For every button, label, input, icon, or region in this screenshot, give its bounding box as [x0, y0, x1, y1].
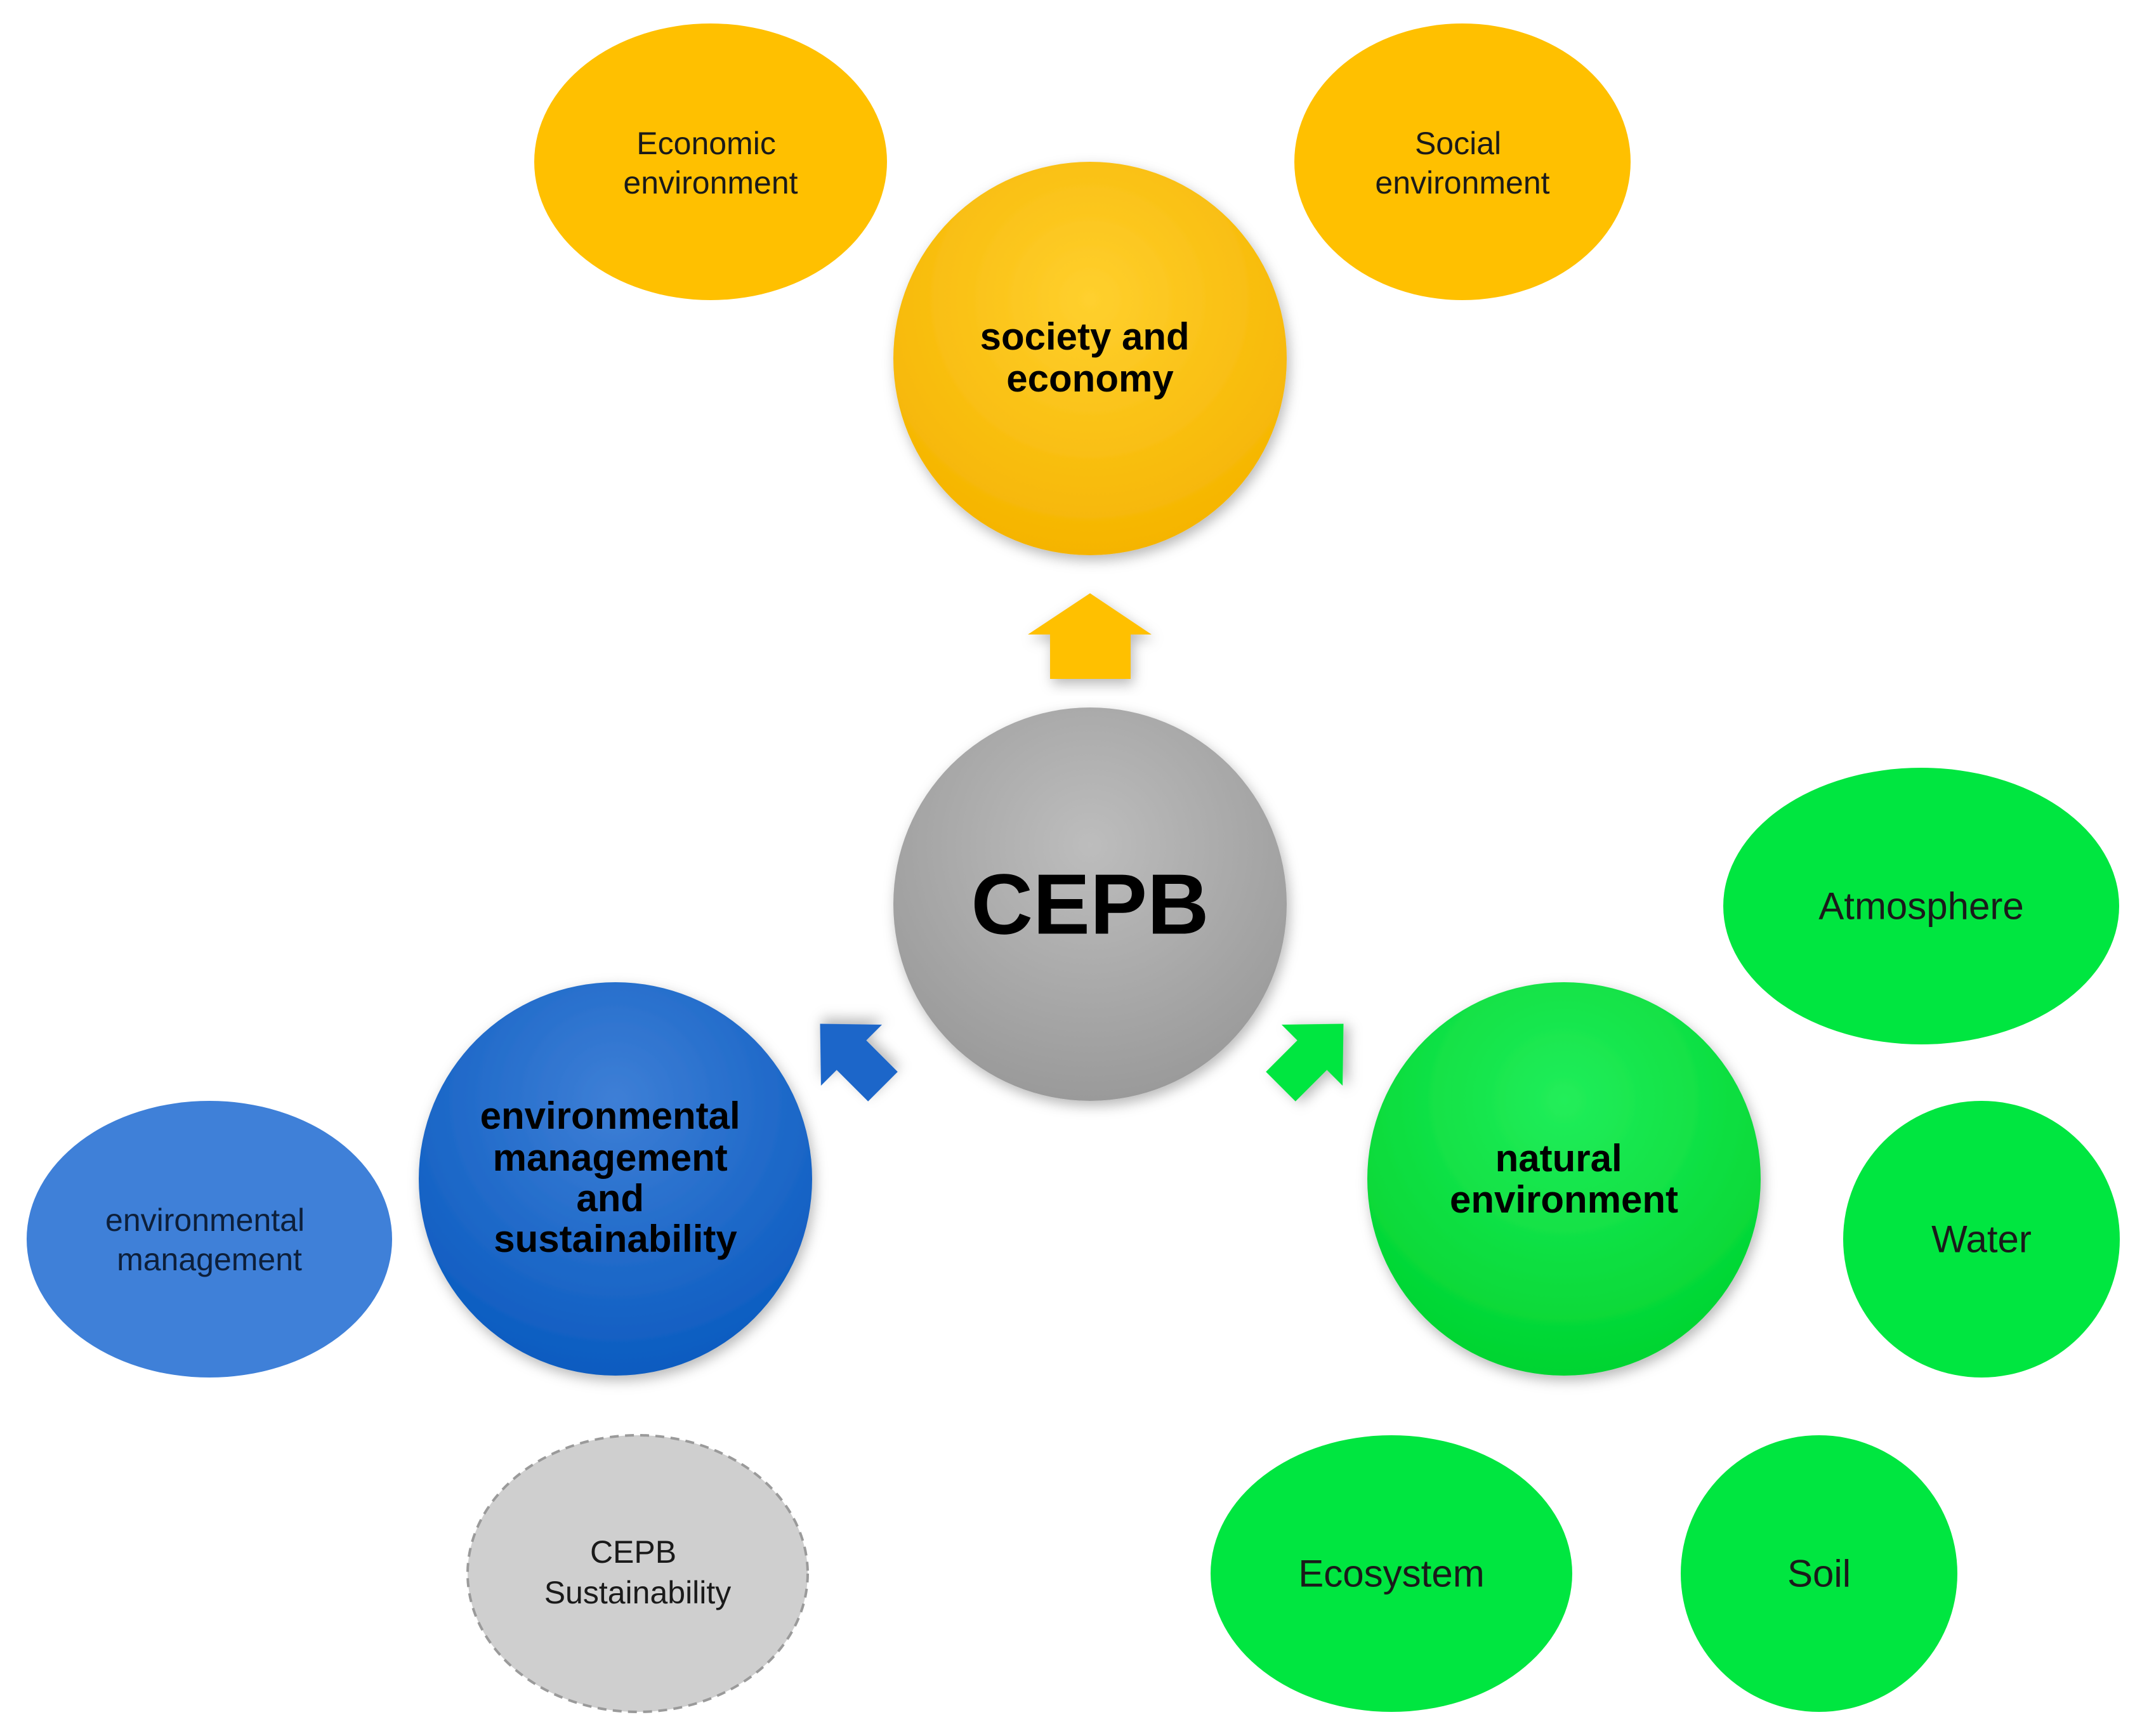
society-economy-label: society and economy — [980, 315, 1200, 400]
ecosystem-label: Ecosystem — [1298, 1553, 1484, 1595]
cepb-core-label: CEPB — [971, 857, 1209, 952]
water-node: Water — [1843, 1101, 2120, 1378]
environmental-management-label: environmental management — [105, 1202, 313, 1277]
atmosphere-node: Atmosphere — [1723, 768, 2119, 1044]
cepb-sustainability-node: CEPB Sustainability — [466, 1434, 809, 1713]
environmental-management-node: environmental management — [27, 1101, 392, 1378]
social-environment-label: Social environment — [1375, 126, 1549, 201]
cepb-sustainability-label: CEPB Sustainability — [544, 1534, 732, 1610]
arrow-down-right-icon — [1266, 1023, 1344, 1101]
soil-node: Soil — [1681, 1435, 1957, 1712]
economic-environment-label: Economic environment — [623, 126, 798, 201]
atmosphere-label: Atmosphere — [1818, 885, 2024, 928]
water-label: Water — [1931, 1218, 2032, 1261]
arrow-up-icon — [1028, 593, 1152, 679]
society-economy-hub: society and economy — [893, 162, 1287, 555]
soil-label: Soil — [1787, 1553, 1851, 1595]
arrow-down-left-icon — [820, 1023, 898, 1101]
natural-environment-hub: natural environment — [1367, 982, 1761, 1376]
ecosystem-node: Ecosystem — [1211, 1435, 1572, 1712]
economic-environment-node: Economic environment — [534, 23, 887, 300]
management-sustainability-label: environmental management and sustainabil… — [480, 1095, 751, 1260]
natural-environment-label: natural environment — [1450, 1137, 1678, 1221]
management-sustainability-hub: environmental management and sustainabil… — [419, 982, 812, 1376]
social-environment-node: Social environment — [1294, 23, 1631, 300]
cepb-core: CEPB — [893, 707, 1287, 1101]
